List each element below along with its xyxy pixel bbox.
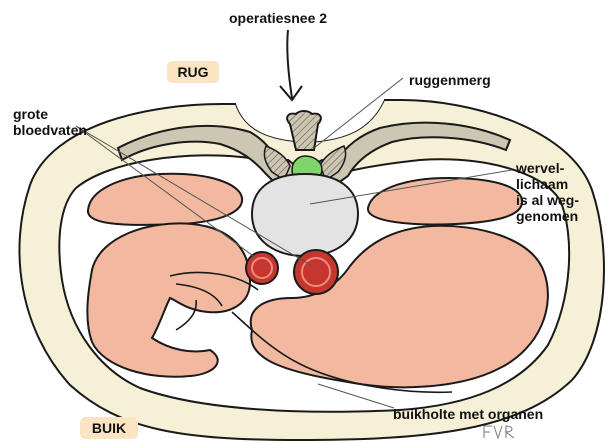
vertebral-body-label: wervel- lichaam is al weg- genomen [516,160,610,224]
signature [484,426,514,438]
abdomen-label: buikholte met organen [393,406,543,422]
incision-arrow [280,30,302,100]
vertebral-body-space [252,174,358,256]
blood-vessels-label: grote bloedvaten [13,106,87,138]
blood-vessel-aorta [294,250,338,294]
incision-label: operatiesnee 2 [229,10,327,26]
blood-vessel-vena-cava [246,252,278,284]
belly-label: BUIK [80,417,138,439]
back-label: RUG [167,61,219,83]
spinal-cord-label: ruggenmerg [409,72,491,88]
